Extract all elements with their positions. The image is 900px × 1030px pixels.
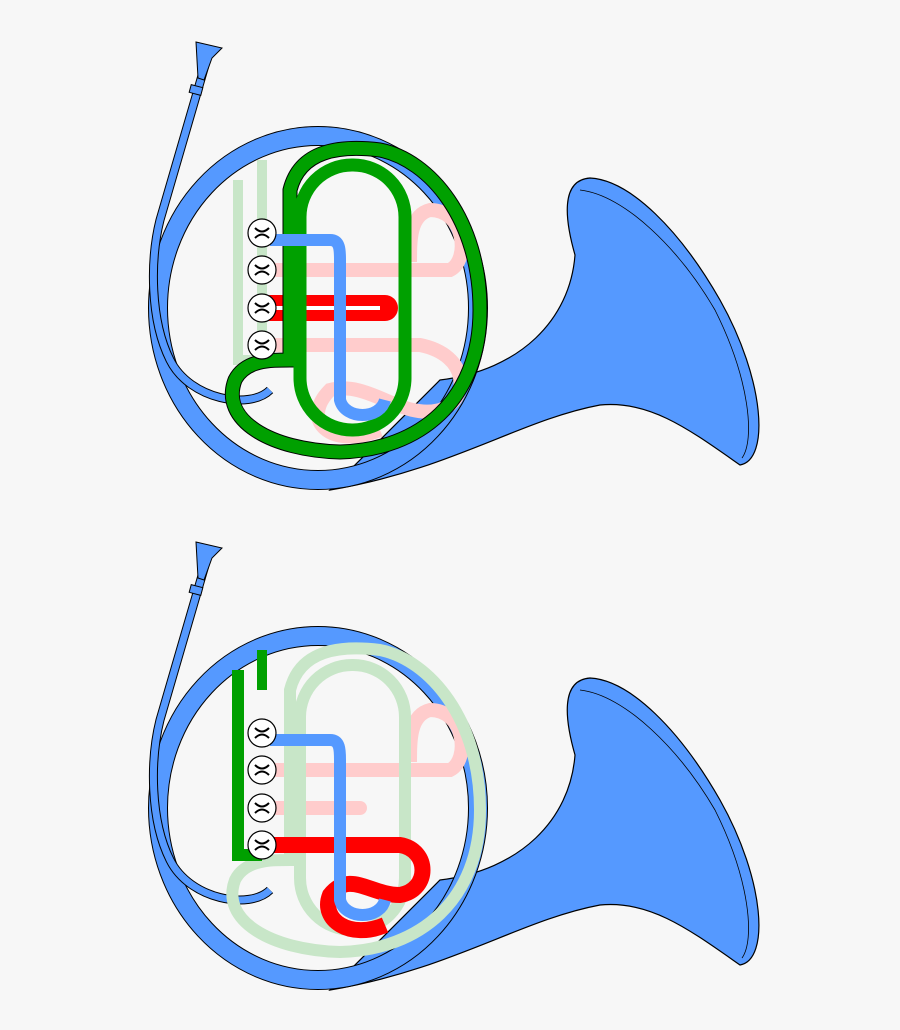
valve-1	[247, 218, 277, 248]
blue-crook	[270, 234, 391, 421]
valve-3	[247, 793, 277, 823]
valve-1	[247, 718, 277, 748]
valve-4	[247, 830, 277, 860]
slide-3	[270, 837, 431, 939]
blue-crook	[270, 734, 391, 921]
inner-green-loop	[293, 158, 412, 437]
valve-3	[247, 293, 277, 323]
horn-diagram-bottom	[153, 542, 758, 990]
horn-diagram-top	[153, 42, 758, 490]
valve-2	[247, 255, 277, 285]
valve-2	[247, 755, 277, 785]
valve-4	[247, 330, 277, 360]
alt-loop	[226, 642, 487, 959]
